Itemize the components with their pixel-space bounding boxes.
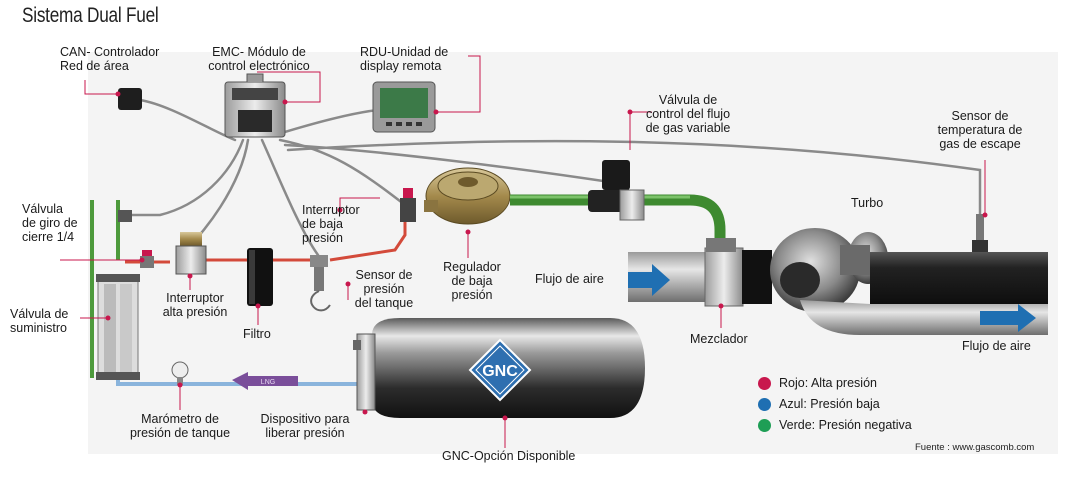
legend-item-negative: Verde: Presión negativa — [758, 418, 912, 432]
legend-item-low: Azul: Presión baja — [758, 397, 880, 411]
can-label: CAN- Controlador Red de área — [60, 45, 160, 73]
rdu-display — [372, 81, 436, 133]
quarter-valve-label: Válvula de giro de cierre 1/4 — [22, 202, 78, 244]
turbo — [770, 228, 888, 312]
can-module — [118, 88, 142, 110]
callout-dots — [105, 91, 988, 421]
temp-sensor-label: Sensor de temperatura de gas de escape — [937, 109, 1023, 151]
rdu-label: RDU-Unidad de display remota — [360, 45, 449, 73]
low-pressure-regulator — [424, 167, 511, 225]
high-pressure-switch — [175, 232, 207, 275]
emc-module — [224, 73, 286, 138]
legend-swatch-high — [758, 376, 771, 390]
legend-swatch-low — [758, 397, 771, 411]
mixer-label: Mezclador — [690, 332, 748, 346]
low-switch-label: Interruptor de baja presión — [302, 203, 360, 245]
wire-sensor — [118, 210, 132, 222]
release-device-label: Dispositivo para liberar presión — [260, 412, 350, 440]
wiring-harness — [128, 98, 982, 257]
lng-arrow — [232, 372, 298, 390]
turbo-label: Turbo — [851, 196, 884, 210]
low-pressure-switch — [400, 188, 416, 222]
legend-swatch-negative — [758, 418, 771, 432]
page-title: Sistema Dual Fuel — [22, 4, 159, 27]
air-flow-out-arrow — [980, 304, 1036, 332]
supply-valve-cylinder — [96, 274, 140, 380]
green-pipe — [510, 194, 726, 250]
legend-label-high: Rojo: Alta presión — [779, 376, 877, 390]
filter-label: Filtro — [243, 327, 271, 341]
exhaust-pipe — [800, 252, 1048, 335]
tank-sensor-label: Sensor de presión del tanque — [354, 268, 414, 310]
callout-lines — [60, 55, 986, 448]
air-flow-in-arrow — [628, 264, 670, 296]
air-flow-out-label: Flujo de aire — [962, 339, 1031, 353]
supply-valve-label: Válvula de suministro — [10, 307, 69, 335]
high-switch-label: Interruptor alta presión — [162, 291, 228, 319]
tank-pressure-sensor — [310, 255, 331, 312]
legend-label-negative: Verde: Presión negativa — [779, 418, 912, 432]
emc-label: EMC- Módulo de control electrónico — [208, 45, 310, 73]
variable-flow-valve — [588, 160, 645, 221]
legend-item-high: Rojo: Alta presión — [758, 376, 877, 390]
regulator-label: Regulador de baja presión — [443, 260, 501, 302]
gnc-tank — [353, 318, 645, 418]
air-flow-in-label: Flujo de aire — [535, 272, 604, 286]
lng-arrow-label: LNG — [261, 379, 275, 386]
gnc-option-label: GNC-Opción Disponible — [442, 449, 576, 463]
manometer-label: Marómetro de presión de tanque — [129, 412, 231, 440]
exhaust-temp-sensor — [972, 214, 988, 252]
legend-label-low: Azul: Presión baja — [779, 397, 880, 411]
flow-valve-label: Válvula de control del flujo de gas vari… — [645, 93, 731, 135]
source-note: Fuente : www.gascomb.com — [915, 442, 1035, 453]
filter — [247, 248, 273, 306]
tank-badge: GNC — [482, 363, 518, 380]
tank-manometer — [171, 361, 189, 385]
